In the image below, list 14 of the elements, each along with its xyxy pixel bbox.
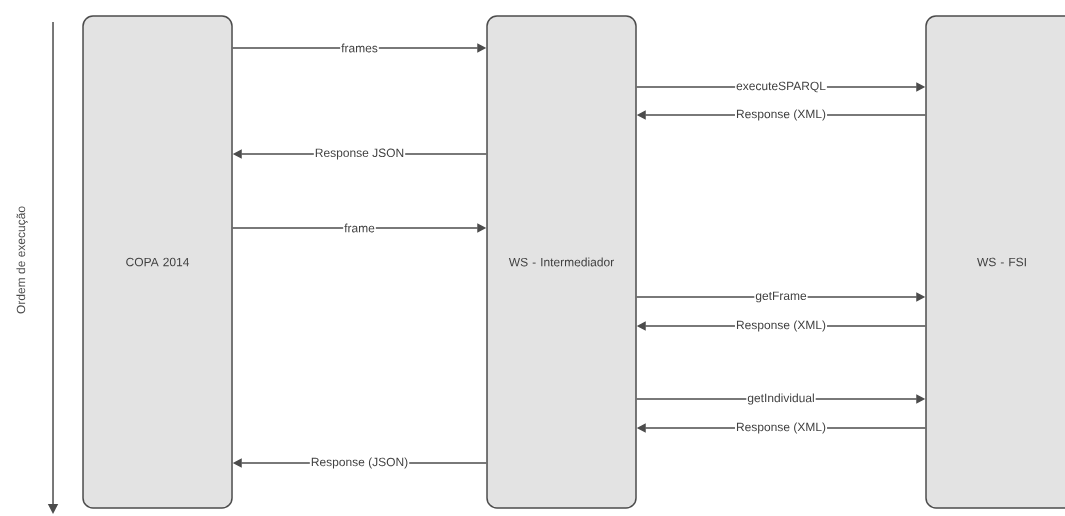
axis-label: Ordem de execução <box>16 206 28 314</box>
edge-label: Response (XML) <box>736 109 826 121</box>
edge-label: Response (XML) <box>736 320 826 332</box>
edge-label: getIndividual <box>747 393 814 405</box>
edge-label: Response (XML) <box>736 422 826 434</box>
lifeline-box: COPA 2014 <box>82 15 233 509</box>
edge-label: frames <box>341 43 378 53</box>
lifeline-box: WS - Intermediador <box>486 15 637 509</box>
edge-label: Response (JSON) <box>311 457 408 469</box>
lifeline-box: WS - FSI <box>925 15 1065 509</box>
edge-label: frame <box>344 223 375 233</box>
edge-label: executeSPARQL <box>736 81 826 93</box>
edge-label: getFrame <box>755 291 807 303</box>
edge-label: Response JSON <box>315 148 404 160</box>
